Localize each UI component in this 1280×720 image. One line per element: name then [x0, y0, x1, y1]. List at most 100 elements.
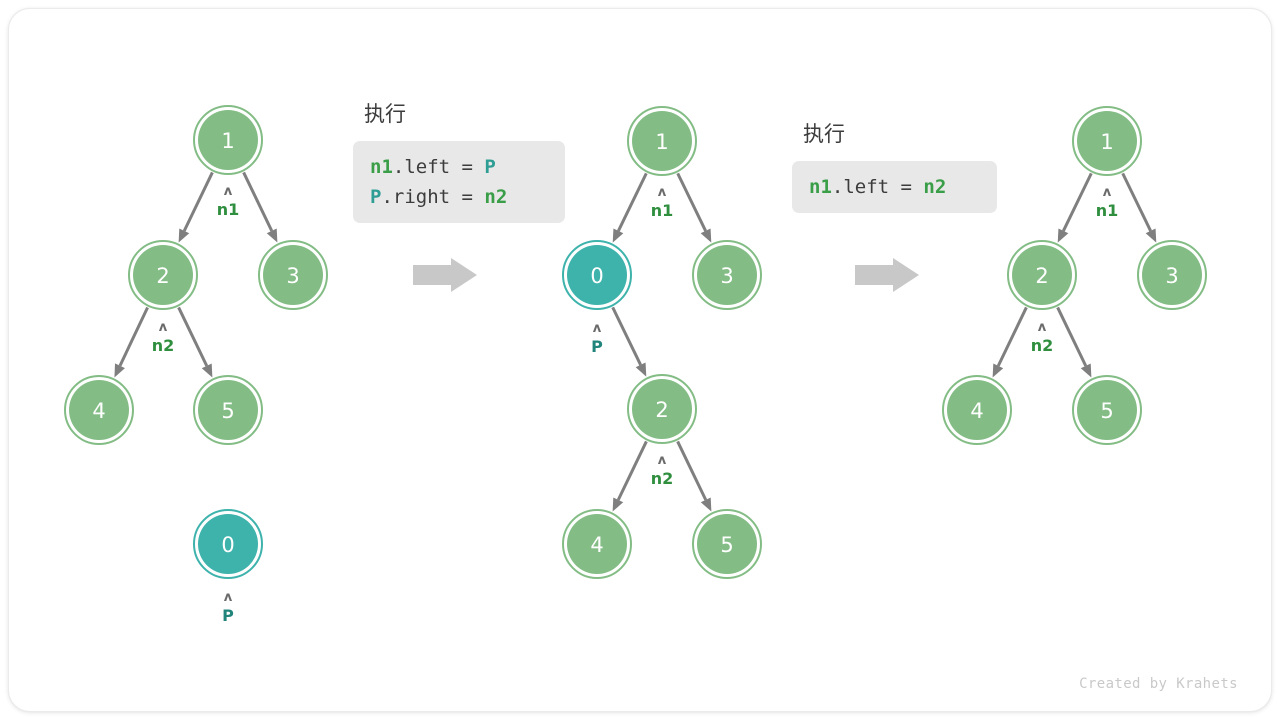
edge-arrowhead — [612, 228, 624, 243]
edge-arrowhead — [992, 363, 1004, 378]
node-circle — [632, 379, 692, 439]
reference-name: P — [591, 337, 603, 356]
node-outer-ring — [193, 105, 263, 175]
edge-arrowhead — [266, 228, 278, 243]
code-token: .left = — [392, 156, 485, 178]
tree-edge — [1121, 172, 1157, 243]
tree-node[interactable]: 1 — [627, 106, 697, 176]
node-circle — [1142, 245, 1202, 305]
edge-line — [182, 171, 214, 232]
node-reference-label: ʌn2 — [1031, 320, 1054, 355]
tree-edge — [676, 172, 712, 243]
edge-line — [616, 440, 648, 501]
edge-arrowhead — [114, 363, 125, 378]
node-outer-ring — [128, 240, 198, 310]
node-circle — [198, 380, 258, 440]
tree-edge — [992, 306, 1028, 378]
node-reference-label: ʌn1 — [651, 185, 674, 220]
code-snippet-2: n1.left = n2 — [792, 161, 997, 213]
tree-node[interactable]: 0 — [193, 509, 263, 579]
tree-node[interactable]: 4 — [942, 375, 1012, 445]
tree-node[interactable]: 0 — [562, 240, 632, 310]
code-line: n1.left = P — [370, 152, 548, 182]
reference-name: n2 — [152, 336, 175, 355]
node-circle — [947, 380, 1007, 440]
tree-node[interactable]: 4 — [64, 375, 134, 445]
tree-node[interactable]: 5 — [1072, 375, 1142, 445]
node-circle — [133, 245, 193, 305]
tree-node[interactable]: 5 — [692, 509, 762, 579]
caret-icon: ʌ — [159, 320, 168, 335]
node-circle — [567, 245, 627, 305]
node-value-label: 4 — [970, 399, 983, 423]
node-reference-label: ʌn1 — [1096, 185, 1119, 220]
caret-icon: ʌ — [224, 184, 233, 199]
code-token: P — [484, 156, 496, 178]
caret-icon: ʌ — [1103, 185, 1112, 200]
code-token: n1 — [809, 176, 832, 198]
tree-edge — [1057, 172, 1093, 243]
code-line: n1.left = n2 — [809, 172, 980, 202]
edge-arrowhead — [1080, 363, 1092, 378]
edge-arrowhead — [700, 228, 712, 243]
node-outer-ring — [692, 509, 762, 579]
step-transition-arrow-icon — [855, 258, 919, 292]
node-value-label: 0 — [590, 264, 603, 288]
node-outer-ring — [627, 374, 697, 444]
node-value-label: 2 — [1035, 264, 1048, 288]
edge-line — [617, 172, 648, 232]
tree-edge — [114, 306, 149, 378]
step-arrow-group — [413, 258, 919, 292]
edge-arrowhead — [178, 228, 190, 243]
tree-node[interactable]: 2 — [627, 374, 697, 444]
node-value-label: 4 — [92, 399, 105, 423]
code-token: n2 — [923, 176, 947, 198]
edge-arrowhead — [1145, 228, 1157, 243]
node-outer-ring — [562, 509, 632, 579]
node-value-label: 0 — [221, 533, 234, 557]
edge-line — [1056, 306, 1088, 367]
node-outer-ring — [942, 375, 1012, 445]
node-value-label: 2 — [655, 398, 668, 422]
node-circle — [1077, 111, 1137, 171]
edge-line — [177, 306, 209, 367]
node-value-label: 4 — [590, 533, 603, 557]
tree-edge — [177, 306, 213, 378]
reference-name: n2 — [651, 469, 674, 488]
node-circle — [1077, 380, 1137, 440]
caret-icon: ʌ — [593, 321, 602, 336]
edge-arrowhead — [201, 363, 213, 378]
node-reference-label: ʌn1 — [217, 184, 240, 219]
code-token: .left = — [831, 176, 924, 198]
node-outer-ring — [258, 240, 328, 310]
tree-edge — [178, 171, 214, 243]
edge-line — [118, 306, 149, 367]
reference-name: n1 — [1096, 201, 1119, 220]
code-token: n2 — [484, 186, 508, 208]
node-value-label: 1 — [655, 130, 668, 154]
tree-node[interactable]: 3 — [692, 240, 762, 310]
node-outer-ring — [562, 240, 632, 310]
tree-node[interactable]: 2 — [1007, 240, 1077, 310]
tree-edge — [612, 440, 648, 512]
tree-node[interactable]: 5 — [193, 375, 263, 445]
edge-arrowhead — [612, 497, 624, 512]
reference-name: n1 — [217, 200, 240, 219]
node-reference-label: ʌn2 — [651, 453, 674, 488]
tree-edge — [676, 440, 712, 512]
tree-node[interactable]: 4 — [562, 509, 632, 579]
node-value-label: 5 — [720, 533, 733, 557]
edge-arrowhead — [635, 362, 647, 377]
tree-node[interactable]: 3 — [1137, 240, 1207, 310]
tree-node[interactable]: 1 — [193, 105, 263, 175]
node-outer-ring — [1137, 240, 1207, 310]
edge-line — [1062, 172, 1093, 232]
tree-node[interactable]: 2 — [128, 240, 198, 310]
tree-node[interactable]: 1 — [1072, 106, 1142, 176]
edge-line — [611, 306, 642, 366]
node-outer-ring — [193, 509, 263, 579]
tree-node[interactable]: 3 — [258, 240, 328, 310]
